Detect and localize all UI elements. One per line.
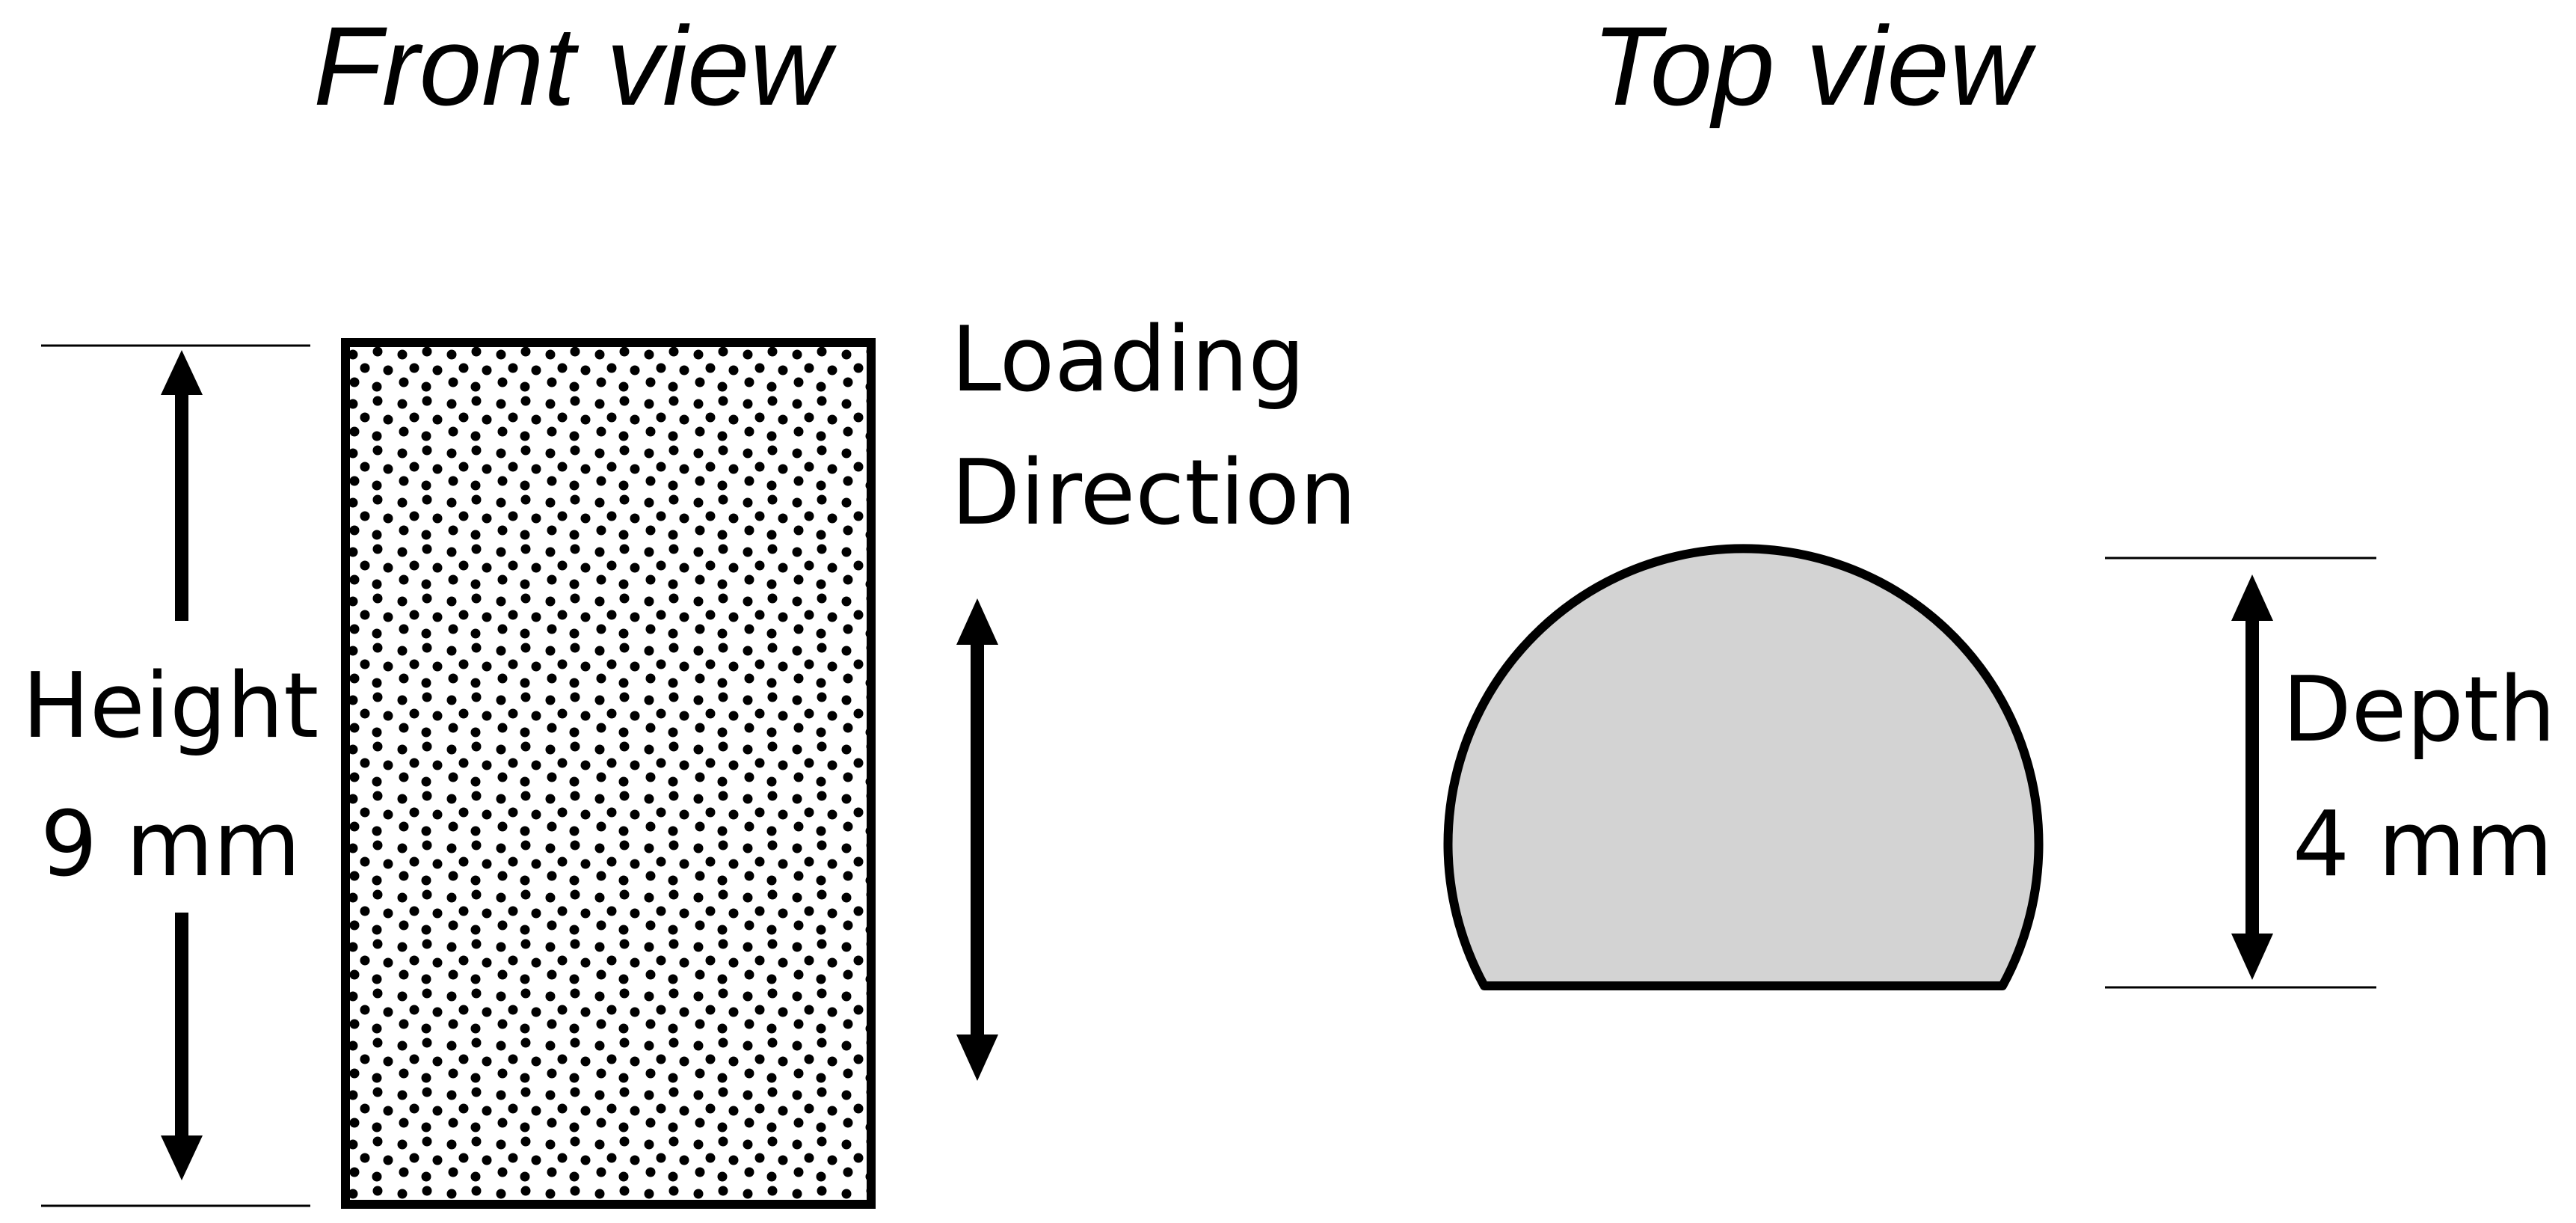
depth-value: 4 mm bbox=[2293, 793, 2553, 897]
height-label: Height bbox=[22, 655, 319, 758]
loading-direction-label-line1: Loading bbox=[951, 308, 1305, 412]
loading-direction-label-line2: Direction bbox=[951, 441, 1356, 545]
height-dimension-arrow bbox=[161, 350, 203, 1180]
loading-direction-arrow bbox=[956, 598, 998, 1081]
depth-label: Depth bbox=[2282, 658, 2556, 762]
top-view-specimen-cross-section bbox=[1443, 544, 2044, 990]
depth-dimension-arrow bbox=[2231, 574, 2273, 980]
top-view-title: Top view bbox=[1592, 3, 2037, 129]
front-view-specimen bbox=[341, 338, 876, 1209]
height-value: 9 mm bbox=[40, 793, 301, 897]
front-view-title: Front view bbox=[313, 3, 837, 129]
